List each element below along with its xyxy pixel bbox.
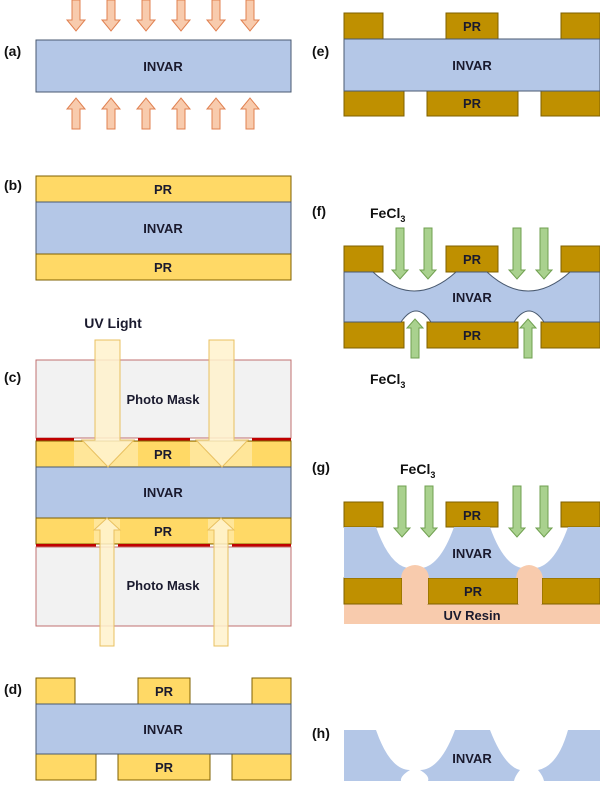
pr-label: PR <box>463 252 482 267</box>
pr-label: PR <box>463 19 482 34</box>
pr-label: PR <box>463 328 482 343</box>
pr-label: PR <box>463 508 482 523</box>
pr-label: PR <box>155 684 174 699</box>
fecl3-label-bottom: FeCl3 <box>370 371 405 390</box>
uv-arrow-down <box>80 339 136 468</box>
pr-layer-bottom <box>35 253 292 281</box>
panel-label: (g) <box>312 459 330 475</box>
panel-label: (b) <box>4 177 22 193</box>
invar-label: INVAR <box>452 546 492 561</box>
pr-layer-bottom <box>35 517 292 545</box>
invar-label: INVAR <box>143 722 183 737</box>
uv-resin-layer <box>344 604 600 624</box>
panel-label: (a) <box>4 43 21 59</box>
panel-f: (f) FeCl3 PR INVAR PR FeCl3 <box>312 203 600 390</box>
invar-layer <box>35 466 292 519</box>
pr-label: PR <box>154 260 173 275</box>
photo-mask-top <box>35 359 292 439</box>
invar-label: INVAR <box>452 58 492 73</box>
photo-mask-label: Photo Mask <box>127 392 201 407</box>
invar-label: INVAR <box>452 290 492 305</box>
invar-layer-etched <box>344 527 600 578</box>
invar-layer <box>343 38 600 92</box>
invar-layer <box>35 201 292 255</box>
resin-fill <box>401 565 543 578</box>
panel-label: (d) <box>4 681 22 697</box>
pr-label: PR <box>464 584 483 599</box>
uv-arrow-down <box>194 339 250 468</box>
invar-layer-etched <box>343 271 600 323</box>
panel-h: (h) INVAR <box>312 725 600 781</box>
panel-label: (c) <box>4 369 21 385</box>
invar-layer <box>35 39 292 93</box>
panel-b: (b) PR INVAR PR <box>4 175 292 281</box>
pr-label: PR <box>155 760 174 775</box>
pr-label: PR <box>154 524 173 539</box>
panel-label: (e) <box>312 43 329 59</box>
invar-label: INVAR <box>143 59 183 74</box>
uv-light-label: UV Light <box>84 315 142 331</box>
fecl3-label-top: FeCl3 <box>370 205 405 224</box>
pr-label: PR <box>154 182 173 197</box>
invar-layer <box>35 703 292 755</box>
uv-arrow-up <box>92 517 122 647</box>
panel-c: (c) UV Light Photo Mask PR INVAR PR Phot… <box>4 315 292 647</box>
panel-a: (a) INVAR <box>4 0 292 130</box>
invar-label: INVAR <box>452 751 492 766</box>
heat-arrows-top <box>66 0 260 32</box>
panel-d: (d) PR INVAR PR <box>4 677 292 781</box>
uv-resin-label: UV Resin <box>443 608 500 623</box>
invar-label: INVAR <box>143 485 183 500</box>
panel-e: (e) PR INVAR PR <box>312 12 600 117</box>
pr-label: PR <box>154 447 173 462</box>
invar-label: INVAR <box>143 221 183 236</box>
panel-label: (h) <box>312 725 330 741</box>
pr-label: PR <box>463 96 482 111</box>
panel-g: (g) FeCl3 PR INVAR PR UV Resin <box>312 459 600 624</box>
panel-label: (f) <box>312 203 326 219</box>
photo-mask-label: Photo Mask <box>127 578 201 593</box>
pr-layer-top <box>35 175 292 203</box>
uv-arrow-up <box>206 517 236 647</box>
heat-arrows-bottom <box>66 97 260 130</box>
fecl3-label: FeCl3 <box>400 461 435 480</box>
invar-mask-final <box>344 730 600 781</box>
photo-mask-bottom <box>35 546 292 627</box>
